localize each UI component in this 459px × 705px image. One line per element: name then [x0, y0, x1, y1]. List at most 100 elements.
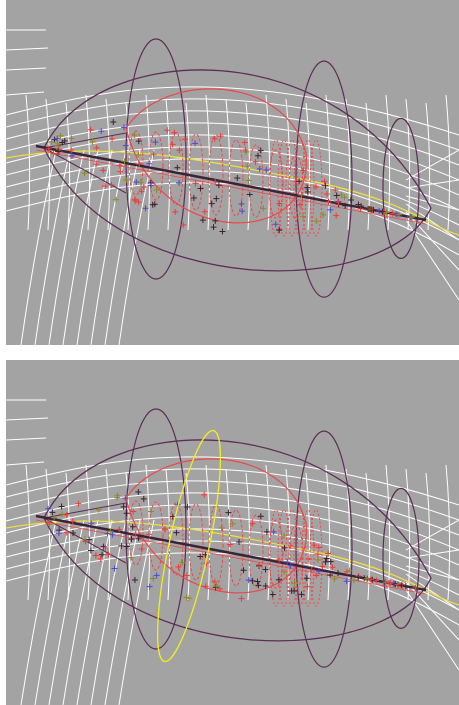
vertex-marker — [49, 509, 56, 516]
vertex-marker — [236, 538, 243, 545]
vertex-marker — [101, 183, 108, 190]
mesh-rib — [305, 472, 311, 601]
vertex-marker — [48, 139, 55, 146]
envelope-wireframe-bottom — [6, 399, 459, 705]
vertex-marker — [123, 177, 130, 184]
mesh-rib — [165, 468, 171, 601]
capsule-ring-dense — [285, 509, 299, 607]
vertex-marker — [131, 576, 138, 583]
mesh-rib — [225, 98, 231, 231]
vertex-marker — [45, 145, 52, 152]
vertex-marker — [175, 563, 182, 570]
vertex-marker — [59, 511, 66, 518]
vertex-marker — [55, 148, 62, 155]
vertex-marker — [212, 217, 219, 224]
bone-highlight — [35, 519, 427, 595]
vertex-marker — [140, 495, 147, 502]
capsule-ring-dense — [269, 509, 283, 607]
vertex-marker — [61, 137, 68, 144]
vertex-marker — [211, 135, 218, 142]
vertex-marker — [297, 201, 304, 208]
vertex-marker — [331, 575, 338, 582]
vertex-marker — [121, 124, 128, 131]
mesh-rib — [325, 464, 331, 601]
capsule-ring — [188, 133, 204, 211]
capsule-ring-dense — [309, 509, 323, 607]
vertex-marker — [319, 563, 326, 570]
vertex-marker — [210, 224, 217, 231]
envelope-cross-section — [125, 38, 187, 280]
mesh-leg-line — [76, 149, 113, 345]
capsule-ring-dense — [293, 509, 307, 607]
vertex-marker — [93, 161, 100, 168]
vertex-marker — [270, 528, 277, 535]
mesh-rib — [365, 102, 371, 231]
mesh-rib — [305, 102, 311, 231]
vertex-marker — [97, 556, 104, 563]
capsule-ring-dense — [269, 139, 283, 237]
mesh-line — [6, 437, 47, 441]
vertex-marker — [75, 500, 82, 507]
vertex-marker — [304, 184, 311, 191]
viewport-top[interactable] — [6, 0, 459, 345]
vertex-marker — [320, 211, 327, 218]
vertex-marker — [262, 566, 269, 573]
envelope-cross-section — [382, 117, 420, 259]
vertex-marker — [161, 526, 168, 533]
vertex-marker — [63, 529, 70, 536]
vertex-marker — [176, 179, 183, 186]
mesh-line — [405, 149, 459, 181]
mesh-rib — [165, 98, 171, 231]
mesh-flow-line — [6, 86, 459, 136]
vertex-marker — [120, 503, 127, 510]
mesh-line — [405, 549, 459, 559]
vertex-marker — [87, 547, 94, 554]
mesh-leg-line — [104, 149, 141, 345]
vertex-marker — [402, 583, 409, 590]
vertex-marker — [263, 166, 270, 173]
capsule-ring — [248, 514, 264, 588]
vertex-marker — [135, 535, 142, 542]
mesh-line — [405, 179, 459, 189]
vertex-marker — [322, 182, 329, 189]
mesh-leg-line — [48, 149, 85, 345]
mesh-leg-line — [34, 149, 71, 345]
vertex-marker — [249, 520, 256, 527]
vertex-marker — [192, 180, 199, 187]
vertex-marker — [300, 167, 307, 174]
viewport-bottom[interactable] — [6, 360, 459, 705]
mesh-rib — [25, 94, 31, 231]
envelope-cross-section — [382, 487, 420, 629]
vertex-marker — [114, 492, 121, 499]
vertex-marker — [54, 135, 61, 142]
vertex-marker — [93, 144, 100, 151]
vertex-marker — [225, 509, 232, 516]
mesh-flow-line — [6, 146, 459, 211]
mesh-rib — [445, 464, 451, 601]
mesh-leg-line — [90, 519, 127, 705]
vertex-marker — [184, 503, 191, 510]
vertex-marker — [99, 551, 106, 558]
envelope-wireframe-top — [6, 29, 459, 345]
vertex-marker — [69, 518, 76, 525]
vertex-marker — [55, 530, 62, 537]
vertex-marker — [389, 210, 396, 217]
vertex-marker — [383, 209, 390, 216]
vertex-marker — [311, 542, 318, 549]
vertex-marker — [313, 572, 320, 579]
vertex-marker — [341, 194, 348, 201]
vertex-marker — [92, 552, 99, 559]
vertex-marker — [367, 576, 374, 583]
vertex-marker — [215, 182, 222, 189]
capsule-ring — [268, 519, 284, 589]
mesh-rib — [325, 94, 331, 231]
vertex-marker — [129, 523, 136, 530]
vertex-marker — [323, 555, 330, 562]
vertex-marker — [257, 513, 264, 520]
vertex-marker — [361, 575, 368, 582]
vertex-marker — [298, 192, 305, 198]
vertex-marker — [394, 581, 401, 588]
mesh-leg-line — [76, 519, 113, 705]
capsule-ring-dense — [309, 139, 323, 237]
mesh-rib — [365, 472, 371, 601]
